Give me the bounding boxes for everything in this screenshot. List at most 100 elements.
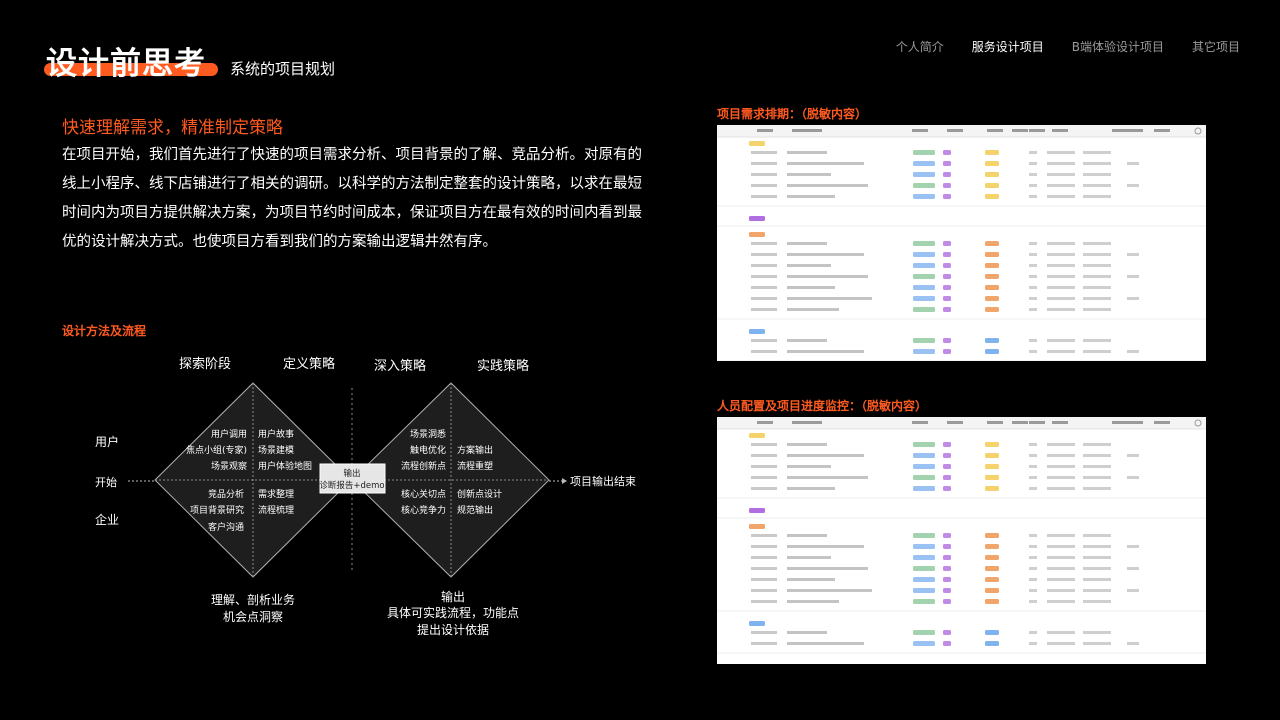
- progress-screenshot: [717, 417, 1206, 664]
- cell-small: [1029, 556, 1037, 559]
- rd-ur-0: 方案输出: [457, 444, 493, 456]
- group-tag: [749, 216, 765, 221]
- cell-text: [787, 556, 831, 559]
- cell-priority-tag: [943, 555, 951, 560]
- cell-text: [787, 275, 868, 278]
- nav-item-service-design[interactable]: 服务设计项目: [971, 40, 1044, 54]
- cell-status-tag: [985, 442, 999, 447]
- cell-id: [751, 600, 777, 603]
- method-label: 设计方法及流程: [62, 324, 147, 338]
- cell-type-tag: [913, 252, 935, 257]
- cell-text: [787, 173, 831, 176]
- bottom-left-line-1: 机会点洞察: [223, 610, 283, 624]
- cell-date: [1047, 589, 1075, 592]
- cell-priority-tag: [943, 307, 951, 312]
- phase-deepen: 深入策略: [374, 358, 426, 374]
- progress-label: 人员配置及项目进度监控：（脱敏内容）: [717, 399, 928, 413]
- cell-small: [1029, 173, 1037, 176]
- rd-ul-1: 触电优化: [410, 444, 446, 456]
- cell-note: [1127, 567, 1139, 570]
- cell-status-tag: [985, 533, 999, 538]
- rd-lr-0: 创新点设计: [457, 488, 502, 500]
- header-cell: [1012, 129, 1028, 132]
- cell-id: [751, 476, 777, 479]
- rd-ur-1: 流程重塑: [457, 460, 493, 472]
- cell-type-tag: [913, 263, 935, 268]
- top-nav: 个人简介 服务设计项目 B端体验设计项目 其它项目: [896, 38, 1240, 55]
- cell-date: [1083, 589, 1111, 592]
- cell-note: [1127, 275, 1139, 278]
- cell-text: [787, 253, 864, 256]
- cell-type-tag: [913, 475, 935, 480]
- cell-small: [1029, 534, 1037, 537]
- bottom-right-line-0: 输出: [441, 589, 465, 604]
- cell-status-tag: [985, 486, 999, 491]
- cell-status-tag: [985, 577, 999, 582]
- cell-id: [751, 275, 777, 278]
- cell-id: [751, 589, 777, 592]
- cell-text: [787, 162, 864, 165]
- rd-ll-1: 核心竞争力: [401, 504, 446, 516]
- cell-date: [1083, 600, 1111, 603]
- cell-priority-tag: [943, 241, 951, 246]
- settings-icon: [1194, 419, 1202, 427]
- cell-priority-tag: [943, 641, 951, 646]
- ld-lr-1: 流程梳理: [258, 504, 294, 516]
- cell-small: [1029, 184, 1037, 187]
- cell-small: [1029, 578, 1037, 581]
- group-tag: [749, 329, 765, 334]
- cell-type-tag: [913, 172, 935, 177]
- cell-text: [787, 600, 839, 603]
- cell-date: [1083, 454, 1111, 457]
- cell-status-tag: [985, 183, 999, 188]
- cell-type-tag: [913, 296, 935, 301]
- cell-small: [1029, 476, 1037, 479]
- rd-ul-2: 流程创新点: [401, 460, 446, 472]
- cell-small: [1029, 487, 1037, 490]
- cell-note: [1127, 297, 1139, 300]
- ld-ll-0: 竞品分析: [208, 488, 244, 500]
- bottom-right-line-2: 提出设计依据: [417, 622, 489, 637]
- cell-date: [1047, 476, 1075, 479]
- schedule-label: 项目需求排期：（脱敏内容）: [717, 107, 868, 121]
- header-cell: [757, 421, 773, 424]
- ld-ur-2: 用户体验地图: [258, 460, 312, 472]
- cell-id: [751, 556, 777, 559]
- cell-text: [787, 443, 827, 446]
- settings-icon: [1194, 127, 1202, 135]
- cell-status-tag: [985, 453, 999, 458]
- cell-priority-tag: [943, 285, 951, 290]
- cell-date: [1047, 443, 1075, 446]
- cell-status-tag: [985, 296, 999, 301]
- side-label-start: 开始: [95, 475, 117, 489]
- cell-note: [1127, 253, 1139, 256]
- nav-item-other[interactable]: 其它项目: [1191, 40, 1240, 54]
- cell-status-tag: [985, 630, 999, 635]
- cell-date: [1083, 275, 1111, 278]
- header-cell: [1029, 421, 1045, 424]
- cell-date: [1047, 195, 1075, 198]
- cell-type-tag: [913, 338, 935, 343]
- cell-small: [1029, 443, 1037, 446]
- cell-type-tag: [913, 442, 935, 447]
- header-cell: [1154, 129, 1170, 132]
- cell-id: [751, 308, 777, 311]
- cell-priority-tag: [943, 161, 951, 166]
- cell-id: [751, 297, 777, 300]
- cell-id: [751, 443, 777, 446]
- cell-date: [1083, 173, 1111, 176]
- cell-date: [1083, 253, 1111, 256]
- cell-small: [1029, 567, 1037, 570]
- center-box-line-1: 诊断报告+demo: [319, 480, 384, 491]
- cell-text: [787, 195, 835, 198]
- nav-item-b2b-design[interactable]: B端体验设计项目: [1071, 40, 1164, 54]
- cell-id: [751, 465, 777, 468]
- cell-date: [1083, 545, 1111, 548]
- cell-type-tag: [913, 577, 935, 582]
- cell-type-tag: [913, 161, 935, 166]
- header-cell: [757, 129, 773, 132]
- cell-priority-tag: [943, 338, 951, 343]
- cell-date: [1083, 465, 1111, 468]
- ld-ll-2: 客户沟通: [208, 521, 244, 533]
- nav-item-intro[interactable]: 个人简介: [895, 40, 944, 54]
